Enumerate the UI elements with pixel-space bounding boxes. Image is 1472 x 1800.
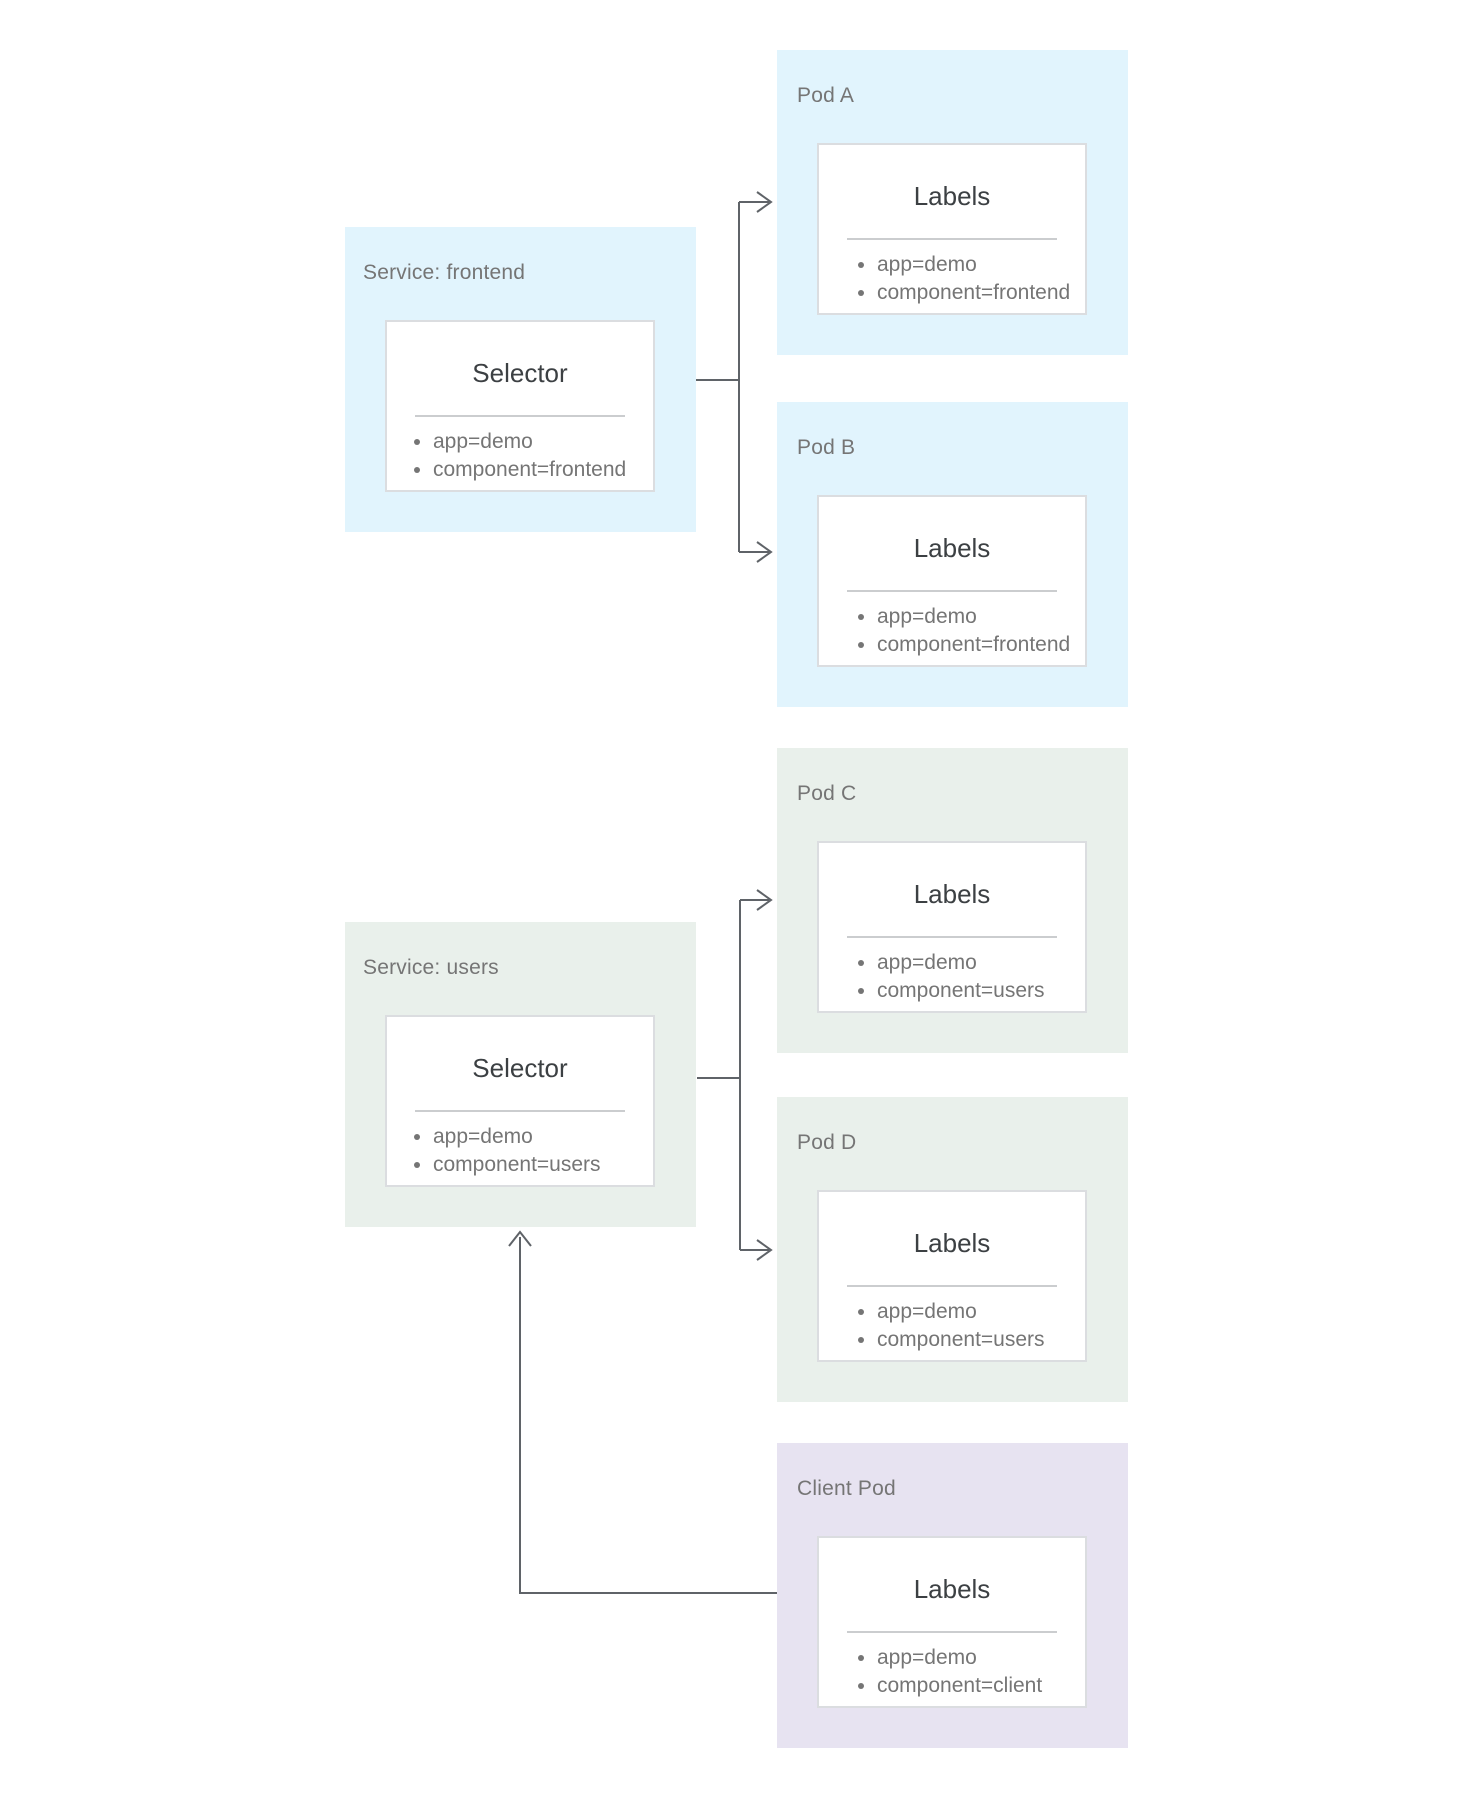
pod-d-box: Pod D Labels app=demo component=users [777,1097,1128,1402]
service-users-selector-card: Selector app=demo component=users [385,1015,655,1187]
card-divider [415,415,625,417]
service-users-label: Service: users [363,956,499,979]
label-item: app=demo [877,251,1085,279]
selector-item: app=demo [433,1123,653,1151]
selector-item: component=frontend [433,456,653,484]
labels-card-title: Labels [913,879,991,909]
pod-a-box: Pod A Labels app=demo component=frontend [777,50,1128,355]
connector-frontend-trunk [696,202,740,552]
service-frontend-box: Service: frontend Selector app=demo comp… [345,227,696,532]
pod-a-label: Pod A [797,84,855,107]
label-item: app=demo [877,1644,1085,1672]
label-item: component=frontend [877,279,1085,307]
service-frontend-selector-card: Selector app=demo component=frontend [385,320,655,492]
client-pod-box: Client Pod Labels app=demo component=cli… [777,1443,1128,1748]
label-item: app=demo [877,949,1085,977]
labels-card-title: Labels [913,1228,991,1258]
label-item: component=client [877,1672,1085,1700]
connector-users-trunk [697,900,741,1250]
selector-item: app=demo [433,428,653,456]
labels-card-title: Labels [913,533,991,563]
labels-card-title: Labels [913,1574,991,1604]
label-item: component=frontend [877,631,1085,659]
label-item: app=demo [877,1298,1085,1326]
label-item: component=users [877,977,1085,1005]
labels-list: app=demo component=client [819,1644,1085,1700]
connector-arrow-pod-c-icon [740,889,773,911]
pod-c-box: Pod C Labels app=demo component=users [777,748,1128,1053]
label-item: app=demo [877,603,1085,631]
service-frontend-label: Service: frontend [363,261,526,284]
connector-arrow-pod-a-icon [739,191,773,213]
service-users-box: Service: users Selector app=demo compone… [345,922,696,1227]
connector-arrow-pod-d-icon [740,1239,773,1261]
selector-list: app=demo component=frontend [387,428,653,484]
card-divider [847,1285,1057,1287]
client-pod-labels-card: Labels app=demo component=client [817,1536,1087,1708]
card-divider [847,936,1057,938]
selector-card-title: Selector [472,358,568,388]
pod-b-label: Pod B [797,436,856,459]
card-divider [847,1631,1057,1633]
selector-item: component=users [433,1151,653,1179]
card-divider [847,590,1057,592]
pod-d-label: Pod D [797,1131,857,1154]
card-divider [415,1110,625,1112]
selector-card-title: Selector [472,1053,568,1083]
pod-d-labels-card: Labels app=demo component=users [817,1190,1087,1362]
labels-list: app=demo component=frontend [819,251,1085,307]
pod-c-labels-card: Labels app=demo component=users [817,841,1087,1013]
pod-b-box: Pod B Labels app=demo component=frontend [777,402,1128,707]
pod-c-label: Pod C [797,782,857,805]
connector-client-to-users-arrow-icon [508,1230,777,1594]
selector-list: app=demo component=users [387,1123,653,1179]
connector-arrow-pod-b-icon [739,541,773,563]
labels-card-title: Labels [913,181,991,211]
labels-list: app=demo component=frontend [819,603,1085,659]
client-pod-label: Client Pod [797,1477,896,1500]
card-divider [847,238,1057,240]
labels-list: app=demo component=users [819,949,1085,1005]
pod-a-labels-card: Labels app=demo component=frontend [817,143,1087,315]
pod-b-labels-card: Labels app=demo component=frontend [817,495,1087,667]
label-item: component=users [877,1326,1085,1354]
labels-list: app=demo component=users [819,1298,1085,1354]
